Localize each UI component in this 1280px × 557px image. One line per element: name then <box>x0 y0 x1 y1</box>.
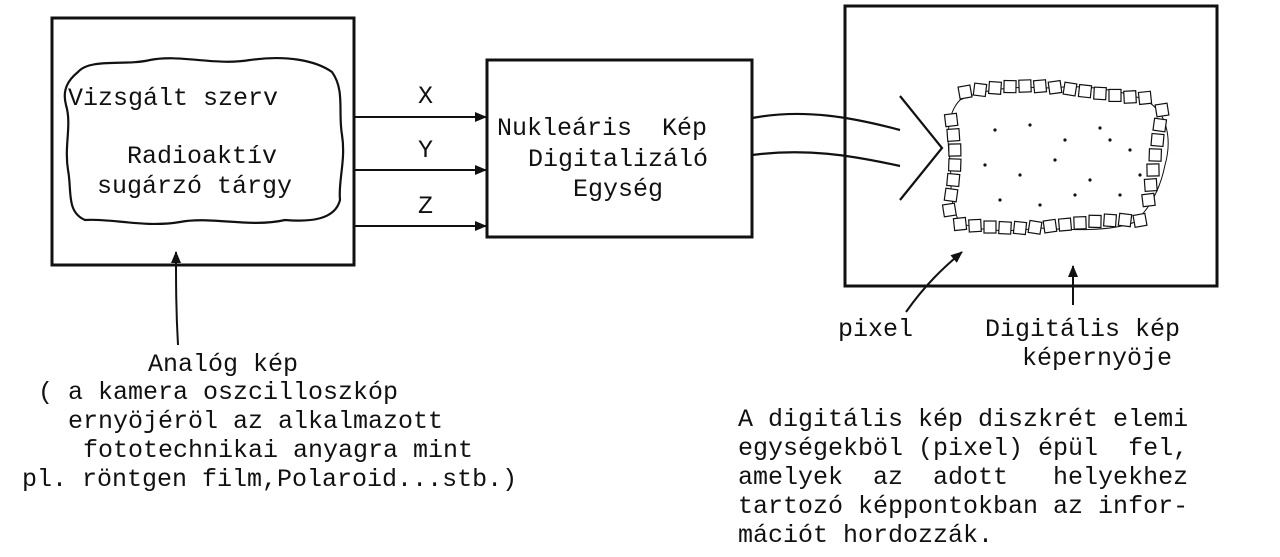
pixel-dot <box>1088 178 1092 182</box>
digital-caption-line3: amelyek az adott helyekhez <box>738 463 1189 492</box>
pixel-label: pixel <box>838 315 914 344</box>
output-arrow <box>751 95 944 201</box>
pixel-square <box>957 84 973 100</box>
pixel-arrow <box>905 251 963 313</box>
digital-caption-line4: tartozó képpontokban az infor- <box>738 492 1189 521</box>
pixel-dot <box>983 163 987 167</box>
pixel-square <box>948 143 962 157</box>
pixel-square <box>1032 79 1048 94</box>
pixel-square <box>946 127 961 143</box>
pixel-dot <box>1098 126 1102 130</box>
pixel-square <box>1018 79 1032 93</box>
pixel-dot <box>998 198 1002 202</box>
pixel-square <box>1012 220 1028 236</box>
pixel-dot <box>1138 173 1142 177</box>
digitizer-line1: Nukleáris Kép <box>497 114 708 143</box>
organ-label: Vizsgált szerv <box>68 84 279 113</box>
analog-caption-line1: Analóg kép <box>148 350 299 379</box>
pixel-square <box>1042 218 1058 234</box>
screen-label-line2: képernyöje <box>1022 344 1173 373</box>
pixel-square <box>952 216 968 232</box>
pixel-square <box>1057 217 1073 232</box>
pixel-square <box>1077 83 1093 99</box>
pixel-square <box>1093 86 1107 101</box>
pixel-square <box>1123 90 1137 104</box>
digitizer-line3: Egység <box>573 175 664 204</box>
pixel-square <box>998 220 1012 235</box>
pixel-square <box>1150 132 1165 148</box>
pixel-dot <box>993 128 997 132</box>
pixel-square <box>1003 79 1017 94</box>
pixel-square <box>1154 102 1170 118</box>
pixel-square <box>1152 117 1168 133</box>
emitter-label: sugárzó tárgy <box>97 172 293 201</box>
pixel-dot <box>1018 173 1022 177</box>
screen-box <box>843 4 1219 288</box>
pixel-dots <box>983 123 1142 207</box>
pixel-square <box>943 187 959 203</box>
digital-caption-line5: mációt hordozzák. <box>738 521 994 550</box>
signal-x-label: X <box>418 82 434 111</box>
digital-caption-line2: egységekböl (pixel) épül fel, <box>738 434 1189 463</box>
pixel-dot <box>1038 203 1042 207</box>
pixel-square <box>1137 90 1153 106</box>
pixel-square <box>1132 212 1148 229</box>
pixel-dot <box>1108 138 1112 142</box>
signal-y-label: Y <box>418 136 434 165</box>
pixel-squares <box>941 79 1170 236</box>
analog-caption-line2: ( a kamera oszcilloszkóp <box>38 378 399 407</box>
analog-caption-line5: pl. röntgen film,Polaroid...stb.) <box>22 465 518 494</box>
pixel-square <box>941 202 957 218</box>
pixel-square <box>1073 216 1087 230</box>
pixel-dot <box>1128 148 1132 152</box>
pixel-square <box>1047 79 1063 95</box>
pixel-square <box>947 158 962 172</box>
analog-caption-line4: fototechnikai anyagra mint <box>83 436 474 465</box>
pixel-square <box>972 82 988 98</box>
radioactive-label: Radioaktív <box>127 142 278 171</box>
pixel-square <box>1148 148 1163 162</box>
pixel-square <box>1062 81 1078 97</box>
pixel-dot <box>1053 158 1057 162</box>
pixel-square <box>1102 213 1118 228</box>
analog-image-arrow <box>171 251 182 346</box>
object-box <box>50 16 356 267</box>
pixel-square <box>1146 163 1160 177</box>
pixel-dot <box>1073 193 1077 197</box>
screen-label-line1: Digitális kép <box>985 315 1181 344</box>
pixel-square <box>1088 214 1102 229</box>
pixel-square <box>943 112 959 128</box>
pixel-dot <box>1028 123 1032 127</box>
analog-caption-line3: ernyöjéröl az alkalmazott <box>68 407 444 436</box>
digital-caption-line1: A digitális kép diszkrét elemi <box>738 405 1189 434</box>
pixel-square <box>1027 219 1043 235</box>
pixel-dot <box>1063 138 1067 142</box>
organ-cloud-outline <box>63 57 345 226</box>
pixel-dot <box>1118 193 1122 197</box>
digitizer-line2: Digitalizáló <box>528 145 709 174</box>
pixel-square <box>1108 88 1122 103</box>
digital-image-blob <box>947 86 1169 231</box>
pixel-square <box>987 80 1003 95</box>
pixel-square <box>1117 212 1133 228</box>
signal-z-label: Z <box>418 192 434 221</box>
pixel-square <box>968 218 982 233</box>
pixel-square <box>1141 192 1156 208</box>
pixel-square <box>1143 177 1158 193</box>
digitizer-box <box>485 58 754 239</box>
pixel-square <box>983 220 997 234</box>
pixel-square <box>946 172 961 188</box>
